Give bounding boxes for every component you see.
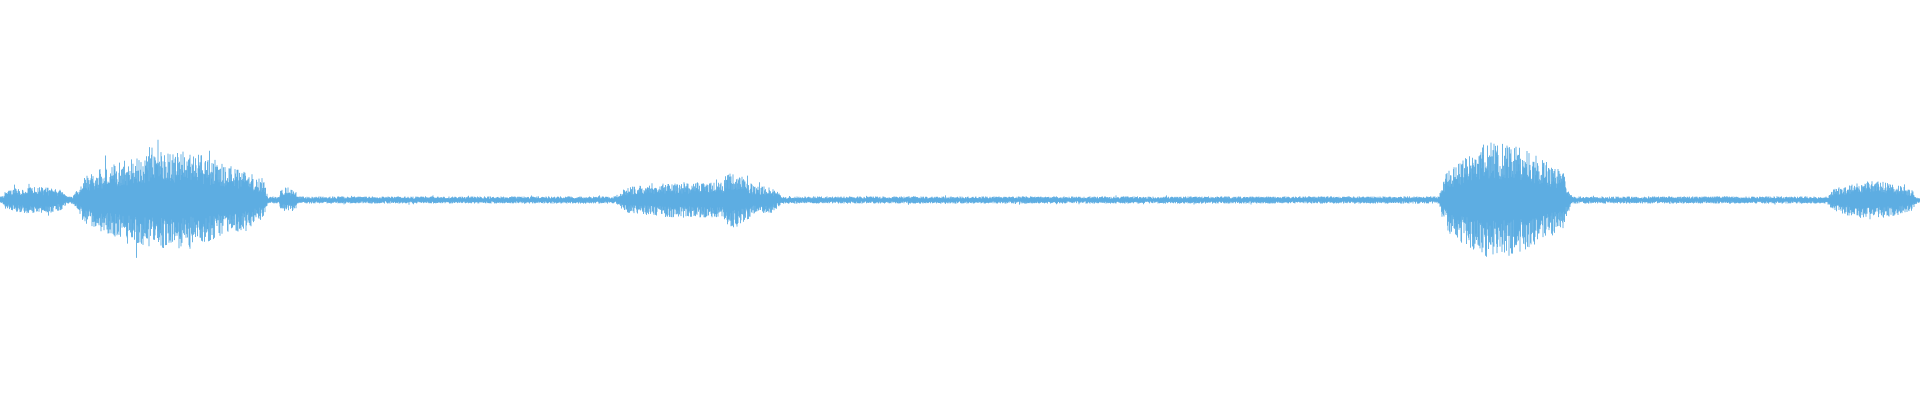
waveform-amplitude <box>0 139 1920 258</box>
